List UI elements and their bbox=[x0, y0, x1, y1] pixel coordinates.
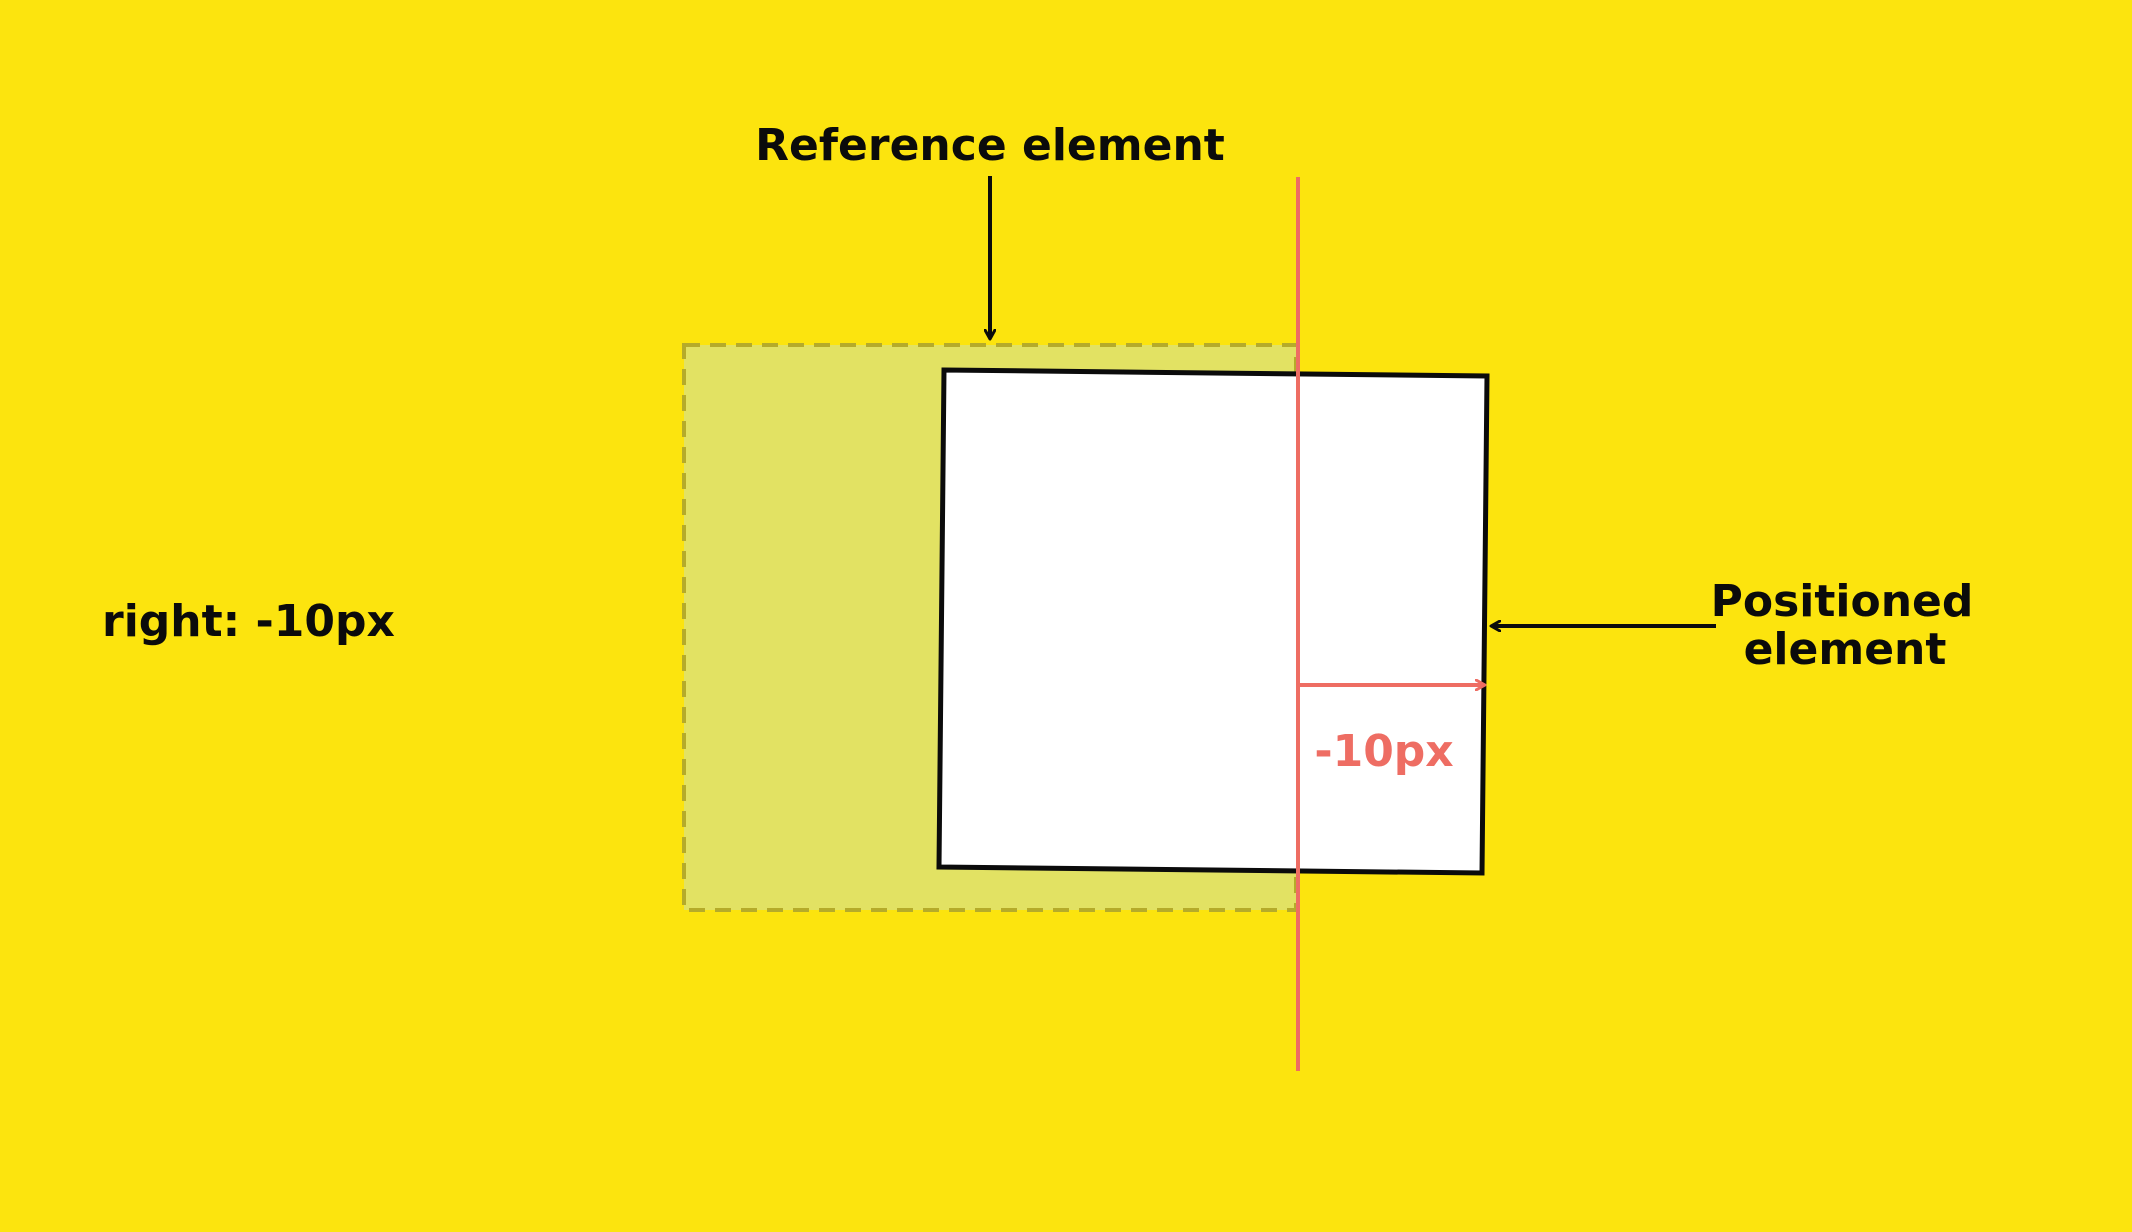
reference-element-label: Reference element bbox=[755, 120, 1225, 171]
property-label: right: -10px bbox=[102, 596, 395, 647]
offset-label: -10px bbox=[1314, 726, 1453, 777]
positioned-element-label-line1: Positioned bbox=[1711, 576, 1974, 627]
positioned-element-box bbox=[936, 367, 1490, 876]
positioned-element-label-line2: element bbox=[1744, 624, 1947, 675]
